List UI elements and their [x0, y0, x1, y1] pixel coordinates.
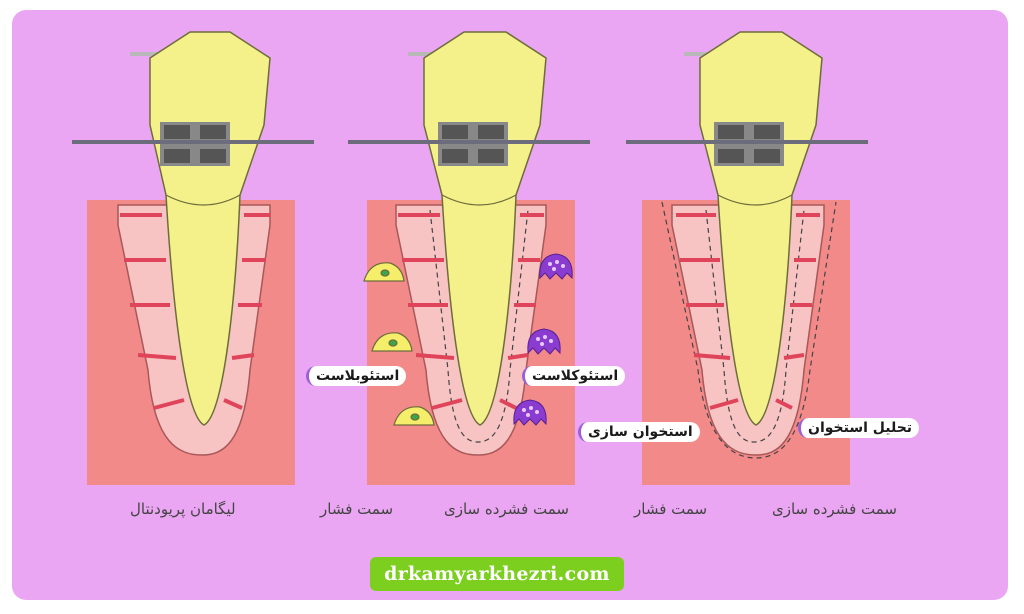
- pdl-fibers-left: [120, 213, 270, 410]
- caption-right-tension-side: سمت فشرده سازی: [772, 500, 897, 518]
- pdl-fibers-middle: [398, 213, 544, 410]
- crown-line-middle: [441, 194, 517, 206]
- bone-resorption-label: تحلیل استخوان: [798, 418, 920, 438]
- caption-middle-tension-side: سمت فشرده سازی: [444, 500, 569, 518]
- crown-line-left: [165, 194, 241, 206]
- osteoclast-label: استئوکلاست: [522, 366, 626, 386]
- caption-middle-pressure-side: سمت فشار: [320, 500, 394, 518]
- pdl-fibers-right: [676, 213, 820, 410]
- tooth-model-left: [72, 31, 314, 485]
- dashed-boundary-middle: [429, 209, 529, 443]
- osteoclast-cells: [513, 253, 573, 426]
- inner-dashed-boundary-right: [705, 209, 805, 443]
- osteoblast-cells: [363, 262, 435, 426]
- caption-periodontal-ligament: لیگامان پریودنتال: [130, 500, 236, 518]
- website-watermark: drkamyarkhezri.com: [370, 557, 624, 591]
- bone-formation-label: استخوان سازی: [578, 422, 700, 442]
- tooth-model-middle: [348, 31, 590, 485]
- crown-line-right: [717, 194, 793, 206]
- diagram-canvas: [72, 31, 868, 485]
- osteoblast-label: استئوبلاست: [306, 366, 407, 386]
- diagram-panel: استئوبلاست استئوکلاست استخوان سازی تحلیل…: [12, 10, 1008, 600]
- caption-right-pressure-side: سمت فشار: [634, 500, 708, 518]
